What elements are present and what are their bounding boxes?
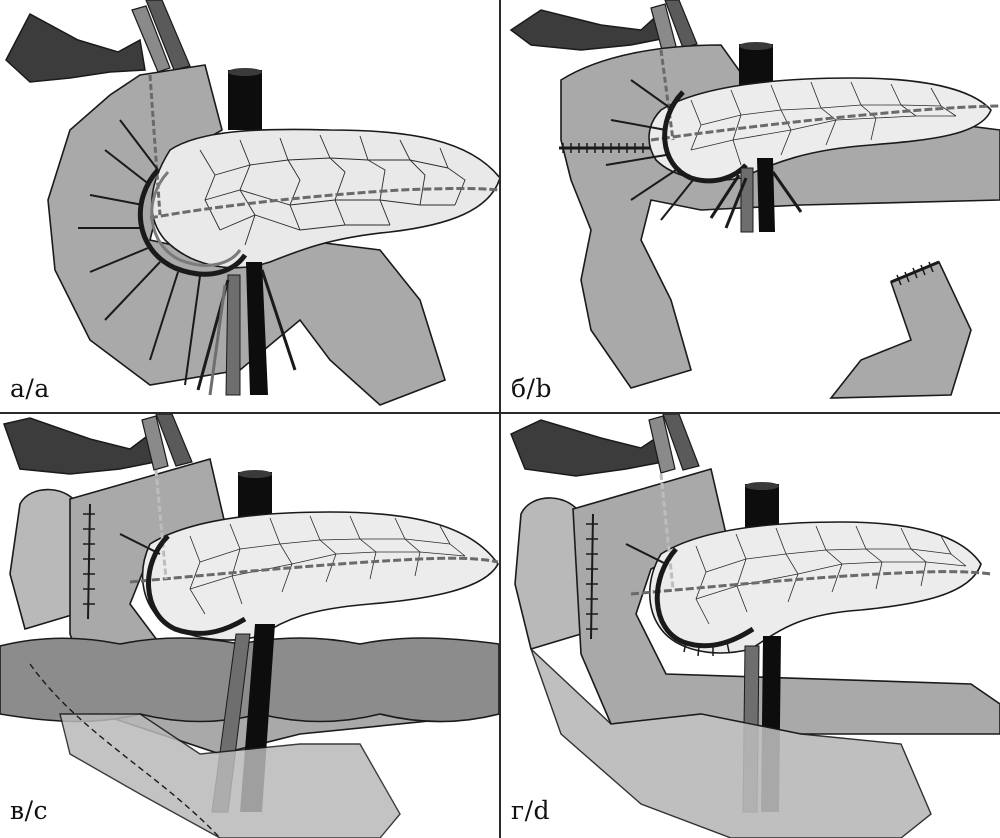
intrapancreatic-bile-duct (154, 469, 168, 580)
panel-d-illustration (510, 414, 1000, 838)
portal-vessel (664, 0, 698, 49)
horizontal-divider (0, 412, 1000, 414)
suture-line (87, 503, 91, 620)
transverse-colon (0, 637, 499, 723)
panel-b-label: б/b (511, 374, 552, 403)
portal-vessel (662, 414, 700, 471)
suture-line (590, 513, 594, 640)
panel-b-illustration (509, 0, 1000, 399)
gallbladder (5, 12, 146, 83)
pancreas-lobules (690, 81, 957, 166)
pancreas (151, 128, 499, 269)
pancreatic-duct (129, 556, 499, 584)
portal-vessel (145, 0, 191, 71)
pancreas-lobules (199, 134, 466, 246)
intrapancreatic-bile-duct (659, 49, 675, 141)
panel-d-label: г/d (511, 796, 551, 825)
pancreatic-duct (149, 187, 499, 220)
pancreaticoduodenal-arcade (146, 534, 247, 636)
jejunum (59, 713, 401, 838)
bile-duct (648, 415, 676, 474)
superior-mesenteric-vein (246, 262, 268, 395)
vertical-divider (499, 0, 501, 838)
bile-duct (141, 415, 169, 471)
gallbladder (3, 417, 156, 475)
jejunal-limb (514, 497, 584, 651)
jejunum-stump (829, 260, 972, 399)
panel-b: б/b (501, 0, 1000, 412)
pancreaticoduodenal-arcade (137, 168, 248, 277)
panel-c: в/c (0, 414, 499, 838)
aorta-top (228, 70, 262, 130)
pancreas (648, 77, 992, 182)
bile-duct (131, 5, 171, 73)
superior-mesenteric-artery (740, 167, 754, 233)
pancreatic-duct (650, 104, 1000, 142)
superior-mesenteric-vein (757, 158, 775, 232)
pancreaticoduodenal-arcade (654, 547, 755, 649)
pancreas (648, 521, 982, 654)
gallbladder (509, 9, 667, 51)
intrapancreatic-bile-duct (148, 74, 162, 216)
panel-d: г/d (501, 414, 1000, 838)
superior-mesenteric-artery (225, 274, 241, 396)
pancreas-lobules (695, 525, 967, 625)
panel-c-label: в/c (10, 796, 48, 825)
pancreas-lobules (189, 515, 466, 615)
pancreaticoduodenal-arcade (662, 90, 748, 184)
jejunum (530, 648, 932, 838)
jejunal-limb (9, 488, 81, 631)
panel-c-illustration (0, 414, 499, 838)
panel-a-label: а/a (10, 374, 50, 403)
panel-a-illustration (5, 0, 499, 406)
arcade-branches (605, 79, 694, 221)
portal-vessel (155, 414, 193, 467)
panel-a: а/a (0, 0, 499, 412)
arcade-branches (78, 119, 201, 386)
gallbladder (510, 419, 664, 477)
intrapancreatic-bile-duct (659, 473, 675, 590)
pancreatic-duct (630, 570, 992, 596)
